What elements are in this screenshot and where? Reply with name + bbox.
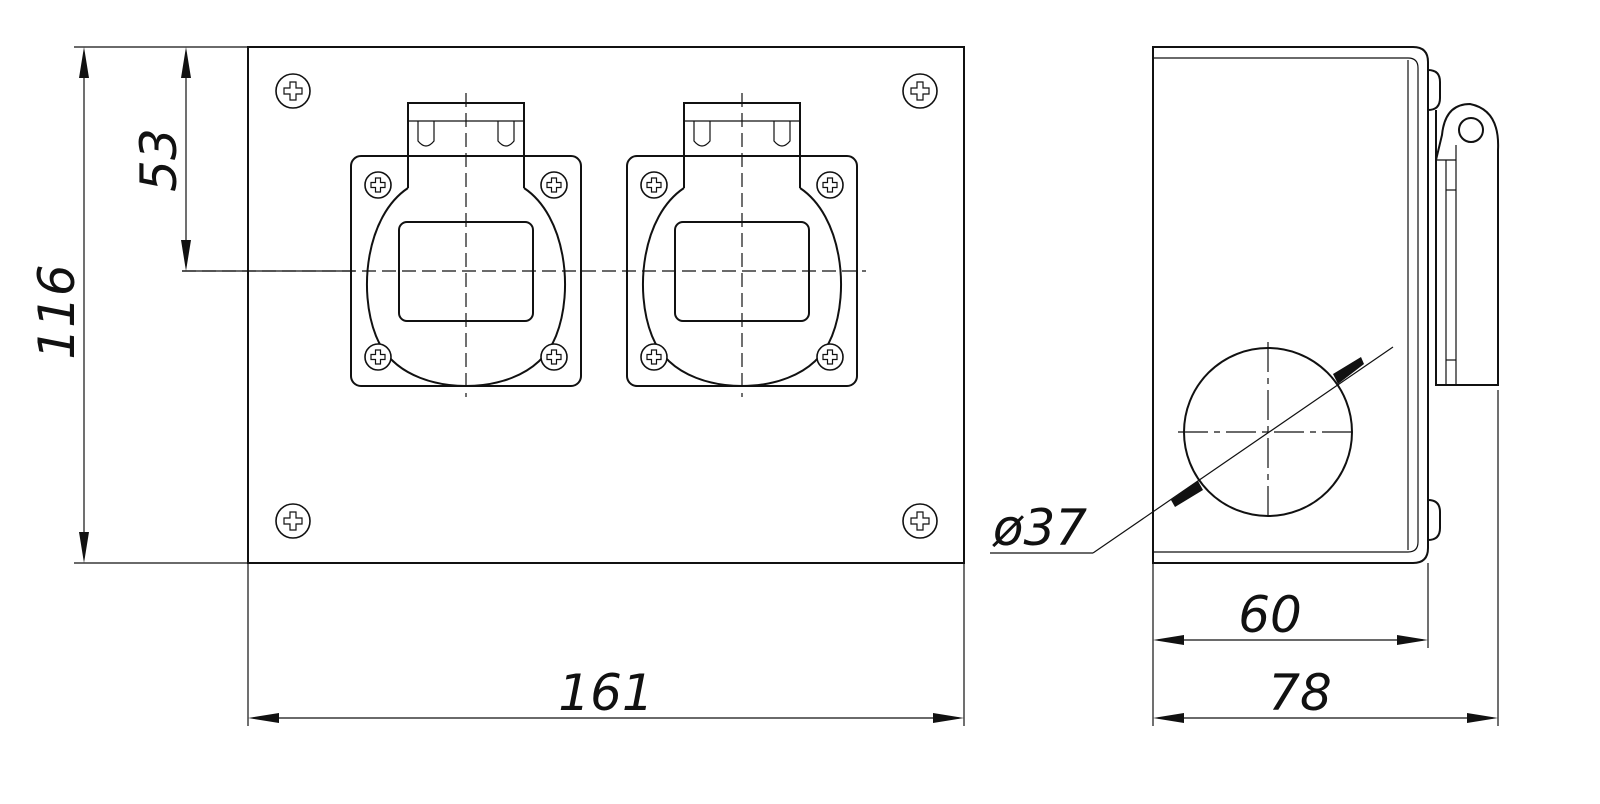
front-view [182, 46, 965, 564]
corner-screw-icon [902, 503, 938, 539]
side-body [1152, 46, 1429, 564]
dimension-overall-depth: 78 [1153, 390, 1499, 726]
side-view [1152, 46, 1500, 564]
dimension-overall-width: 161 [247, 563, 965, 726]
socket-left-icon [351, 93, 581, 397]
front-panel [247, 46, 965, 564]
dimension-overall-height: 116 [28, 46, 248, 564]
dim-label-center: 53 [130, 128, 188, 192]
dim-label-diameter: ø37 [992, 499, 1087, 557]
corner-screw-icon [902, 73, 938, 109]
corner-screw-icon [275, 73, 311, 109]
dim-label-overall-depth: 78 [1268, 664, 1332, 722]
socket-right-icon [627, 93, 857, 397]
dimension-hole-diameter: ø37 [990, 346, 1394, 557]
dim-label-height: 116 [28, 264, 86, 359]
dimension-center-height: 53 [130, 47, 191, 271]
hinge-pin-icon [1458, 117, 1484, 143]
dimension-body-depth: 60 [1152, 563, 1429, 726]
corner-screw-icon [275, 503, 311, 539]
dim-label-width: 161 [558, 664, 653, 722]
dim-label-depth: 60 [1238, 586, 1302, 644]
